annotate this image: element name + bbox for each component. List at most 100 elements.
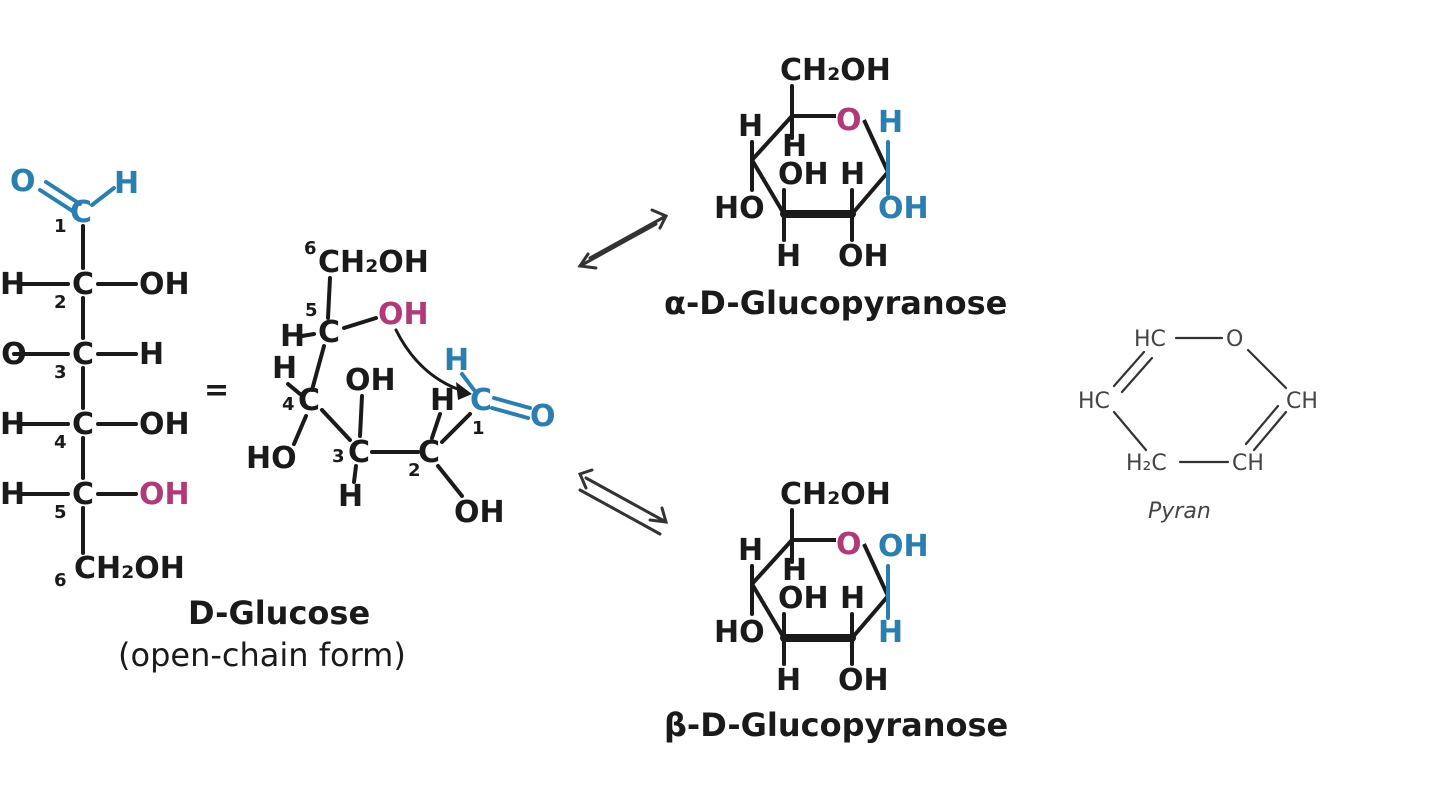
- c6-ch2oh: CH₂OH: [74, 551, 185, 586]
- bent-ch2oh: CH₂OH: [318, 245, 429, 280]
- bent-bond-c5-h: [300, 332, 316, 338]
- beta-anomeric-h: H: [878, 615, 903, 650]
- alpha-c2-oh: OH: [838, 239, 889, 274]
- beta-ring-oxygen: O: [836, 527, 862, 562]
- pyran-structure: HC O CH CH H₂C HC Pyran: [1078, 327, 1318, 524]
- equilibrium-arrow-beta: [577, 468, 669, 536]
- c2-carbon: C: [72, 267, 94, 302]
- bent-bond-c4-ho: [292, 414, 308, 446]
- bent-c3-number: 3: [332, 446, 345, 467]
- bent-c3-carbon: C: [348, 435, 370, 470]
- pyran-ch-right: CH: [1286, 389, 1318, 414]
- c5-left-h: H: [0, 477, 25, 512]
- pyran-bond-h2c-hc: [1112, 410, 1148, 452]
- pyran-bond-o-ch: [1246, 348, 1288, 390]
- c5-right-oh: OH: [139, 477, 190, 512]
- c2-left-h: H: [0, 267, 25, 302]
- c1-number: 1: [54, 216, 67, 237]
- bent-c4-h: H: [272, 351, 297, 386]
- beta-c5-h: H: [782, 553, 807, 588]
- pyran-hc-top: HC: [1134, 327, 1166, 352]
- bent-c5-oh: OH: [378, 297, 429, 332]
- c4-right-oh: OH: [139, 407, 190, 442]
- beta-c3-oh: OH: [778, 581, 829, 616]
- pyran-name: Pyran: [1148, 499, 1211, 524]
- bent-c4-number: 4: [282, 394, 295, 415]
- pyran-h2c: H₂C: [1126, 451, 1167, 476]
- bent-bond-c5-oh: [342, 316, 378, 330]
- equilibrium-arrow-alpha: [577, 208, 669, 270]
- bent-c1-number: 1: [472, 418, 485, 439]
- pyran-double-bond-left-2: [1120, 356, 1154, 394]
- pyran-double-bond-right-1: [1252, 410, 1288, 452]
- c3-carbon: C: [72, 337, 94, 372]
- bent-c1-carbon: C: [470, 383, 492, 418]
- beta-ch2oh: CH₂OH: [780, 477, 891, 512]
- c1-carbon: C: [70, 195, 92, 230]
- bent-c2-h: H: [430, 383, 455, 418]
- bent-c1-double-bond-1: [492, 396, 532, 410]
- bent-bond-c4-c3: [320, 408, 352, 442]
- pyran-ch-bottom: CH: [1232, 451, 1264, 476]
- bent-bond-c6-c5: [326, 276, 332, 320]
- beta-c4-h: H: [738, 533, 763, 568]
- alpha-c4-h: H: [738, 109, 763, 144]
- bent-bond-c2-c1: [440, 412, 472, 444]
- aldehyde-h-bond: [90, 186, 116, 207]
- beta-glucopyranose: CH₂OH O OH H H H HO OH H H OH β-D-Glucop…: [664, 477, 1008, 744]
- bent-c1-double-bond-2: [490, 406, 530, 420]
- bent-c2-oh: OH: [454, 495, 505, 530]
- c4-carbon: C: [72, 407, 94, 442]
- bent-bond-c3-h: [352, 464, 358, 484]
- c4-number: 4: [54, 432, 67, 453]
- alpha-ring-oxygen: O: [836, 103, 862, 138]
- c3-left-ho: HO: [0, 337, 27, 372]
- aldehyde-hydrogen: H: [114, 166, 139, 201]
- beta-c3-h: H: [776, 663, 801, 698]
- bent-c3-oh: OH: [345, 363, 396, 398]
- aldehyde-double-bond-1: [38, 188, 76, 214]
- bent-c6-superscript: 6: [304, 238, 317, 259]
- alpha-c3-h: H: [776, 239, 801, 274]
- bent-c5-carbon: C: [318, 315, 340, 350]
- pyran-double-bond-left-1: [1112, 350, 1146, 388]
- aldehyde-oxygen: O: [10, 164, 36, 199]
- bent-bond-c4-h: [286, 382, 302, 396]
- bent-c4-ho: HO: [246, 441, 297, 476]
- beta-name: β-D-Glucopyranose: [664, 706, 1008, 744]
- beta-anomeric-oh: OH: [878, 529, 929, 564]
- bent-bond-c3-oh: [358, 394, 364, 438]
- bent-c2-carbon: C: [418, 435, 440, 470]
- alpha-ch2oh: CH₂OH: [780, 53, 891, 88]
- alpha-c2-h: H: [840, 157, 865, 192]
- attack-arrowhead: [456, 382, 472, 400]
- open-chain-form-label: (open-chain form): [118, 636, 406, 674]
- alpha-c4-ho: HO: [714, 191, 765, 226]
- bent-c4-carbon: C: [298, 383, 320, 418]
- c2-right-oh: OH: [139, 267, 190, 302]
- equals-sign: =: [204, 373, 229, 408]
- c3-number: 3: [54, 362, 67, 383]
- alpha-name: α-D-Glucopyranose: [664, 284, 1007, 322]
- bent-c5-number: 5: [305, 300, 318, 321]
- open-chain-name: D-Glucose: [188, 594, 370, 632]
- open-chain-glucose: O H C 1 C 2 H OH C 3 HO H C 4 H OH C 5: [0, 164, 406, 674]
- beta-c2-oh: OH: [838, 663, 889, 698]
- c3-right-h: H: [139, 337, 164, 372]
- alpha-anomeric-h: H: [878, 105, 903, 140]
- bent-bond-c2-h: [430, 412, 442, 440]
- c6-number: 6: [54, 570, 67, 591]
- c2-number: 2: [54, 292, 67, 313]
- bent-c1-h: H: [444, 343, 469, 378]
- aldehyde-double-bond-2: [44, 180, 82, 206]
- c4-left-h: H: [0, 407, 25, 442]
- pyran-hc-left: HC: [1078, 389, 1110, 414]
- bent-c2-number: 2: [408, 460, 421, 481]
- bent-bond-c1-h: [460, 372, 476, 392]
- alpha-glucopyranose: CH₂OH O H OH H H HO OH H H OH α-D-Glucop…: [664, 53, 1007, 322]
- bent-chain-glucose: 6 CH₂OH 5 H C OH H 4 C HO OH 3 C H H C 2: [246, 238, 556, 530]
- c5-number: 5: [54, 502, 67, 523]
- bent-c3-h: H: [338, 479, 363, 514]
